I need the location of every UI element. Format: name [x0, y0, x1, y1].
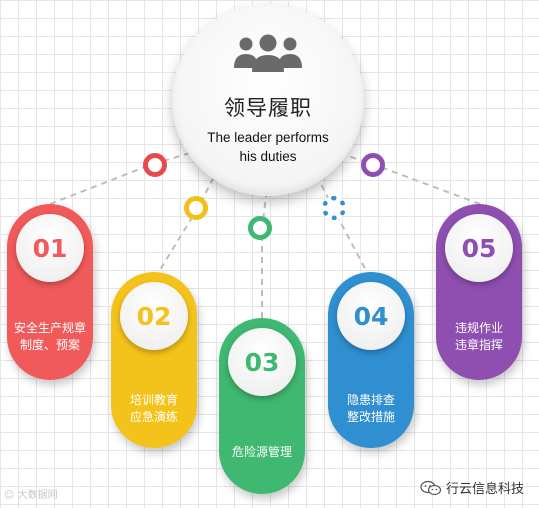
pill-number-05: 05	[445, 214, 513, 282]
pill-number-03: 03	[228, 328, 296, 396]
pill-01: 01 安全生产规章 制度、预案	[7, 204, 93, 380]
pill-number-02: 02	[120, 282, 188, 350]
connector-03	[261, 195, 267, 318]
pill-number-04: 04	[337, 282, 405, 350]
connector-02	[154, 174, 216, 279]
watermark-left: ☺ 大数据网	[4, 490, 58, 501]
connector-ring-02	[184, 196, 208, 220]
center-subtitle: The leader performs his duties	[207, 130, 329, 164]
pill-label-01: 安全生产规章 制度、预案	[13, 321, 86, 352]
center-title: 领导履职	[224, 96, 312, 120]
people-icon	[234, 34, 302, 72]
center-circle: 领导履职 The leader performs his duties	[172, 4, 364, 196]
brand-footer: 行云信息科技	[420, 478, 524, 497]
connector-ring-03	[248, 216, 272, 240]
connector-04	[317, 177, 371, 279]
wechat-icon	[420, 480, 442, 495]
pill-label-04: 隐患排查 整改措施	[346, 393, 395, 424]
pill-03: 03 危险源管理	[219, 318, 305, 494]
connector-ring-05	[361, 153, 385, 177]
pill-label-03: 危险源管理	[231, 445, 292, 459]
connector-ring-01	[143, 153, 167, 177]
pill-number-01: 01	[16, 214, 84, 282]
pill-label-02: 培训教育 应急演练	[129, 393, 178, 424]
pill-label-05: 违规作业 违章指挥	[454, 321, 503, 352]
connector-01	[49, 149, 201, 205]
pill-02: 02 培训教育 应急演练	[111, 272, 197, 448]
pill-05: 05 违规作业 违章指挥	[436, 204, 522, 380]
connector-ring-04	[322, 196, 346, 220]
pill-04: 04 隐患排查 整改措施	[328, 272, 414, 448]
brand-name: 行云信息科技	[446, 482, 525, 497]
